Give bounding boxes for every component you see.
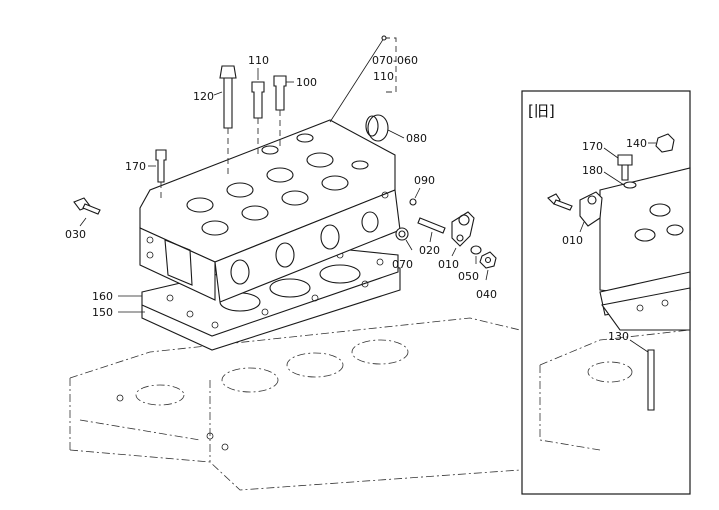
plug-070 bbox=[395, 227, 409, 241]
cylinder-head bbox=[139, 119, 401, 303]
pin-090 bbox=[409, 198, 417, 206]
inset-title: [旧] bbox=[528, 102, 555, 120]
engine-block-outline bbox=[69, 317, 521, 491]
label-080: 080 bbox=[406, 132, 427, 145]
washer-050 bbox=[470, 245, 482, 255]
label-110: 110 bbox=[248, 54, 269, 67]
label-150: 150 bbox=[92, 306, 113, 319]
valve-guide-100 bbox=[273, 75, 287, 148]
inset-label-130: 130 bbox=[608, 330, 629, 343]
label-010: 010 bbox=[438, 258, 459, 271]
inset-old-version bbox=[521, 90, 691, 495]
inset-label-170: 170 bbox=[582, 140, 603, 153]
plug-cap-080 bbox=[365, 114, 389, 142]
label-110-set: 110 bbox=[373, 70, 394, 83]
inset-label-180: 180 bbox=[582, 164, 603, 177]
inset-label-140: 140 bbox=[626, 137, 647, 150]
label-090: 090 bbox=[414, 174, 435, 187]
inset-label-010: 010 bbox=[562, 234, 583, 247]
engine-hanger-010 bbox=[451, 211, 475, 247]
label-030: 030 bbox=[65, 228, 86, 241]
stud-020 bbox=[417, 217, 446, 234]
label-170: 170 bbox=[125, 160, 146, 173]
label-020: 020 bbox=[419, 244, 440, 257]
set-bracket bbox=[329, 35, 397, 123]
label-160: 160 bbox=[92, 290, 113, 303]
label-120: 120 bbox=[193, 90, 214, 103]
label-040: 040 bbox=[476, 288, 497, 301]
label-070: 070 bbox=[392, 258, 413, 271]
label-100: 100 bbox=[296, 76, 317, 89]
bolt-030 bbox=[73, 197, 101, 215]
label-070-060: 070-060 bbox=[372, 54, 418, 67]
valve-guide-110 bbox=[251, 81, 265, 158]
head-bolt-120 bbox=[219, 65, 237, 175]
glow-plug-170 bbox=[155, 149, 167, 200]
label-050: 050 bbox=[458, 270, 479, 283]
nut-040 bbox=[479, 251, 497, 269]
